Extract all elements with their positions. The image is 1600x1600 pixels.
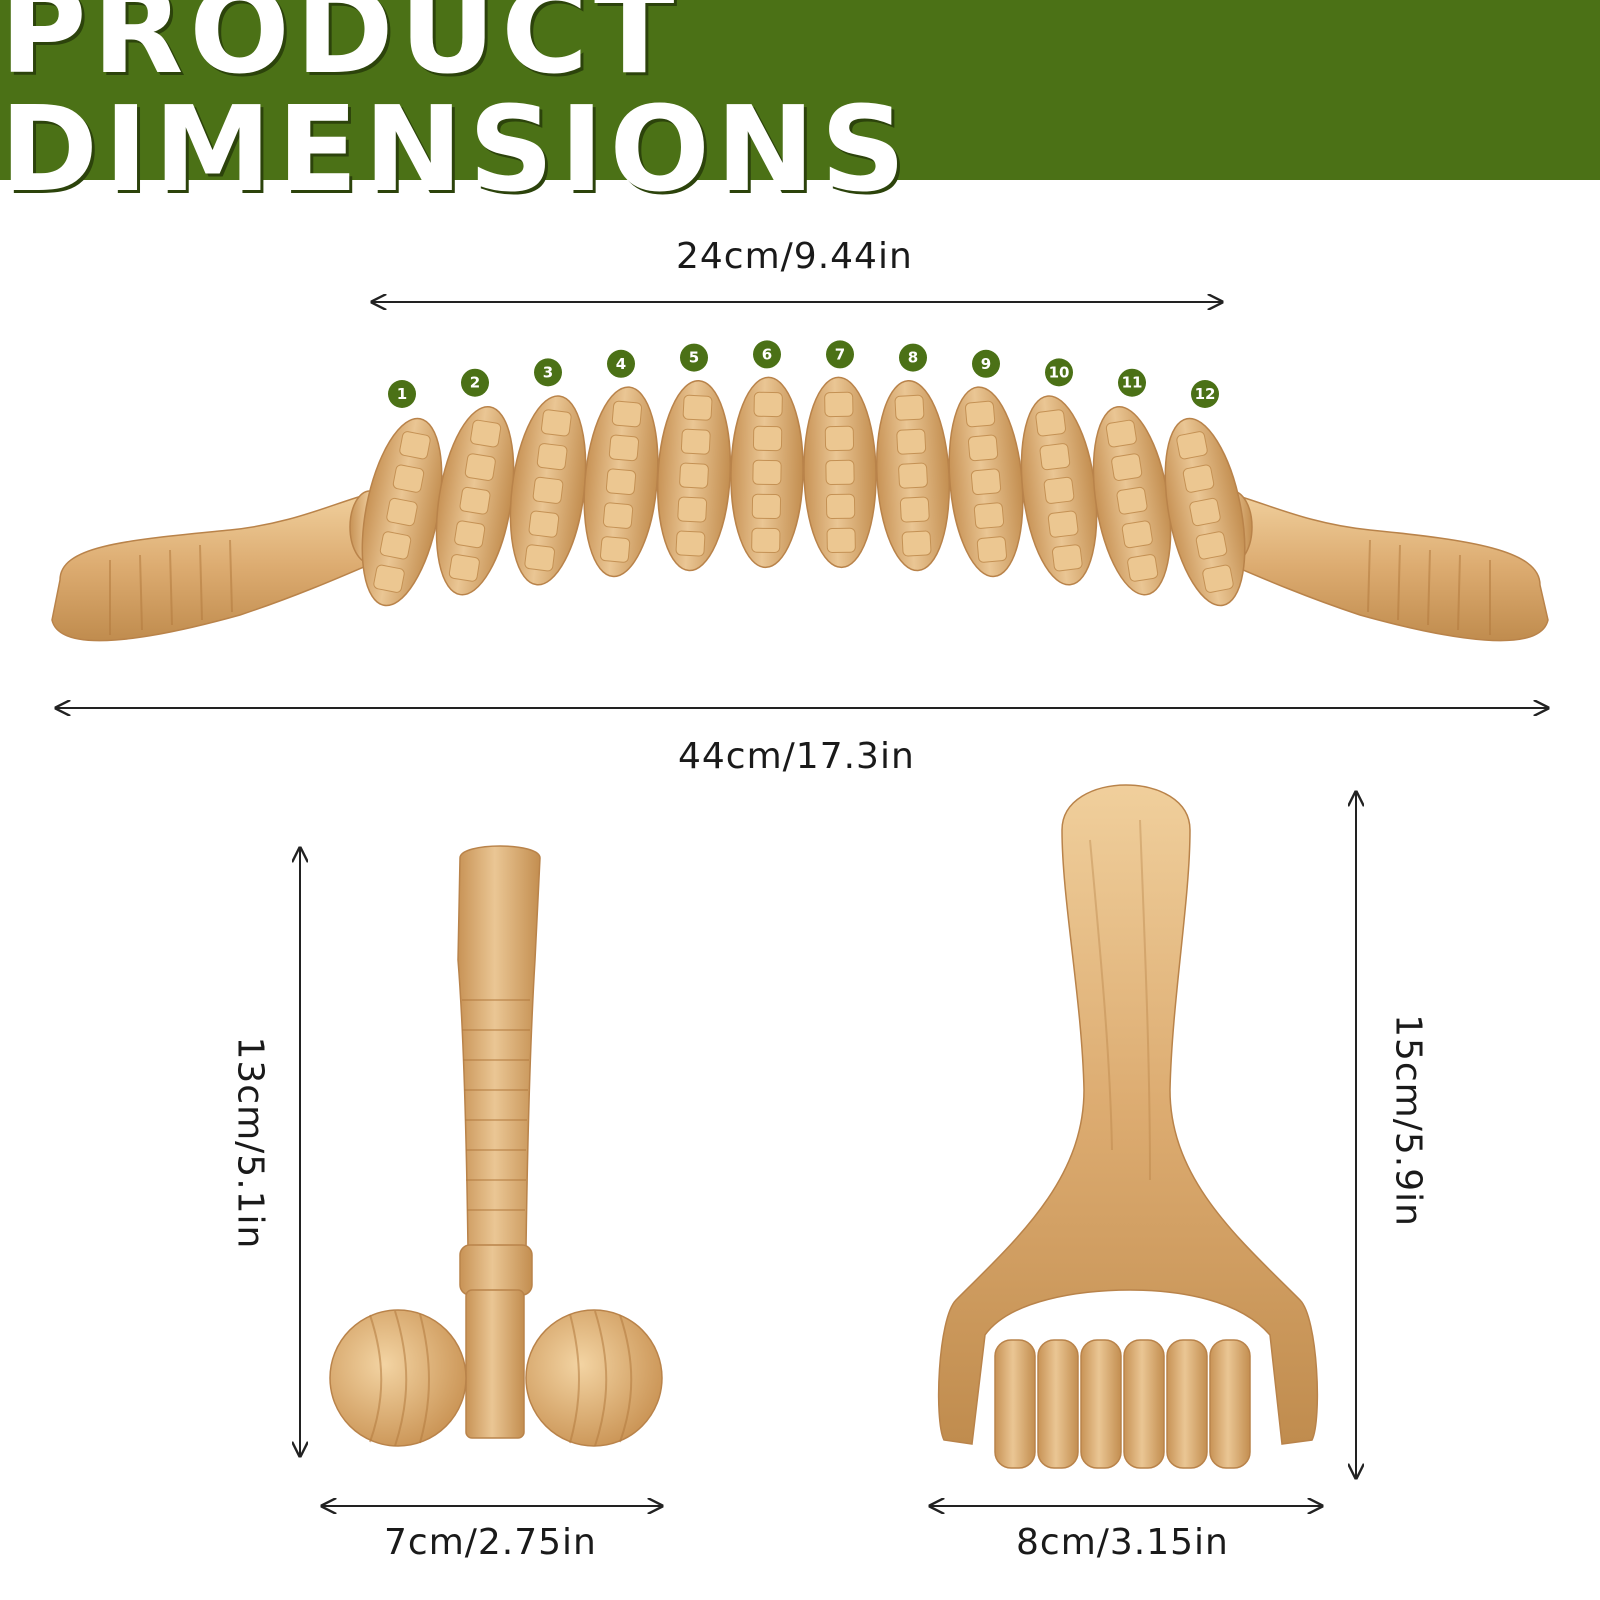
- roller-wheel: [1164, 417, 1246, 607]
- paddle-roller-segment: [1166, 1339, 1208, 1469]
- roller-wheel: [1020, 395, 1098, 586]
- wheel-number: 6: [762, 345, 772, 363]
- wheel-badge: 1: [388, 380, 416, 408]
- roller-wheel: [583, 386, 659, 578]
- wheel-number: 5: [689, 349, 699, 367]
- wheel-badge: 7: [826, 340, 854, 369]
- roller-wheel: [803, 376, 877, 569]
- paddle-roller-segment: [1123, 1339, 1165, 1469]
- wheel-badge: 11: [1118, 368, 1146, 397]
- wheel-badge: 10: [1045, 358, 1073, 387]
- paddle-roller-segment: [994, 1339, 1036, 1469]
- paddle-roller-segment: [1037, 1339, 1079, 1469]
- wheel-badge: 6: [753, 340, 781, 369]
- paddle-width-label: 8cm/3.15in: [1016, 1522, 1229, 1563]
- wheel-number: 7: [835, 345, 845, 363]
- wheel-number: 11: [1122, 374, 1143, 392]
- left-handle: [51, 490, 391, 642]
- page-title: PRODUCT DIMENSIONS: [0, 0, 912, 218]
- wheel-badge: 5: [680, 343, 708, 372]
- roller-wheels: [361, 376, 1246, 607]
- right-handle: [1211, 490, 1549, 642]
- roller-wheel: [948, 386, 1024, 578]
- wheel-number: 1: [397, 385, 407, 403]
- wheel-number: 2: [470, 374, 480, 392]
- wheel-badge: 3: [534, 358, 562, 387]
- paddle-roller-segment: [1209, 1339, 1251, 1469]
- roller-wheel: [435, 405, 515, 596]
- small-width-label: 7cm/2.75in: [384, 1522, 597, 1563]
- wheel-number: 3: [543, 363, 553, 381]
- wheel-badge: 2: [461, 368, 489, 397]
- roller-wheel: [656, 379, 732, 572]
- roller-section-label: 24cm/9.44in: [676, 236, 913, 277]
- wheel-badge: 8: [899, 343, 927, 372]
- paddle-roller: [937, 784, 1319, 1469]
- roller-wheel: [1092, 405, 1172, 596]
- wheel-number: 12: [1195, 385, 1216, 403]
- small-height-label: 13cm/5.1in: [229, 1036, 271, 1250]
- roller-wheel: [361, 417, 443, 607]
- roller-wheel: [730, 376, 804, 569]
- title-banner: PRODUCT DIMENSIONS: [0, 0, 1600, 208]
- roller-wheel: [509, 395, 587, 586]
- wheel-badge: 4: [607, 349, 635, 378]
- total-length-label: 44cm/17.3in: [678, 736, 915, 777]
- wheel-number: 10: [1049, 363, 1070, 381]
- wheel-badge: 9: [972, 349, 1000, 378]
- wheel-number: 8: [908, 349, 918, 367]
- wheel-number: 9: [981, 355, 991, 373]
- wheel-number: 4: [616, 355, 626, 373]
- paddle-height-label: 15cm/5.9in: [1387, 1014, 1429, 1227]
- roller-wheel: [875, 379, 951, 572]
- small-roller: [329, 845, 663, 1447]
- paddle-roller-segment: [1080, 1339, 1122, 1469]
- wheel-badge: 12: [1191, 380, 1219, 408]
